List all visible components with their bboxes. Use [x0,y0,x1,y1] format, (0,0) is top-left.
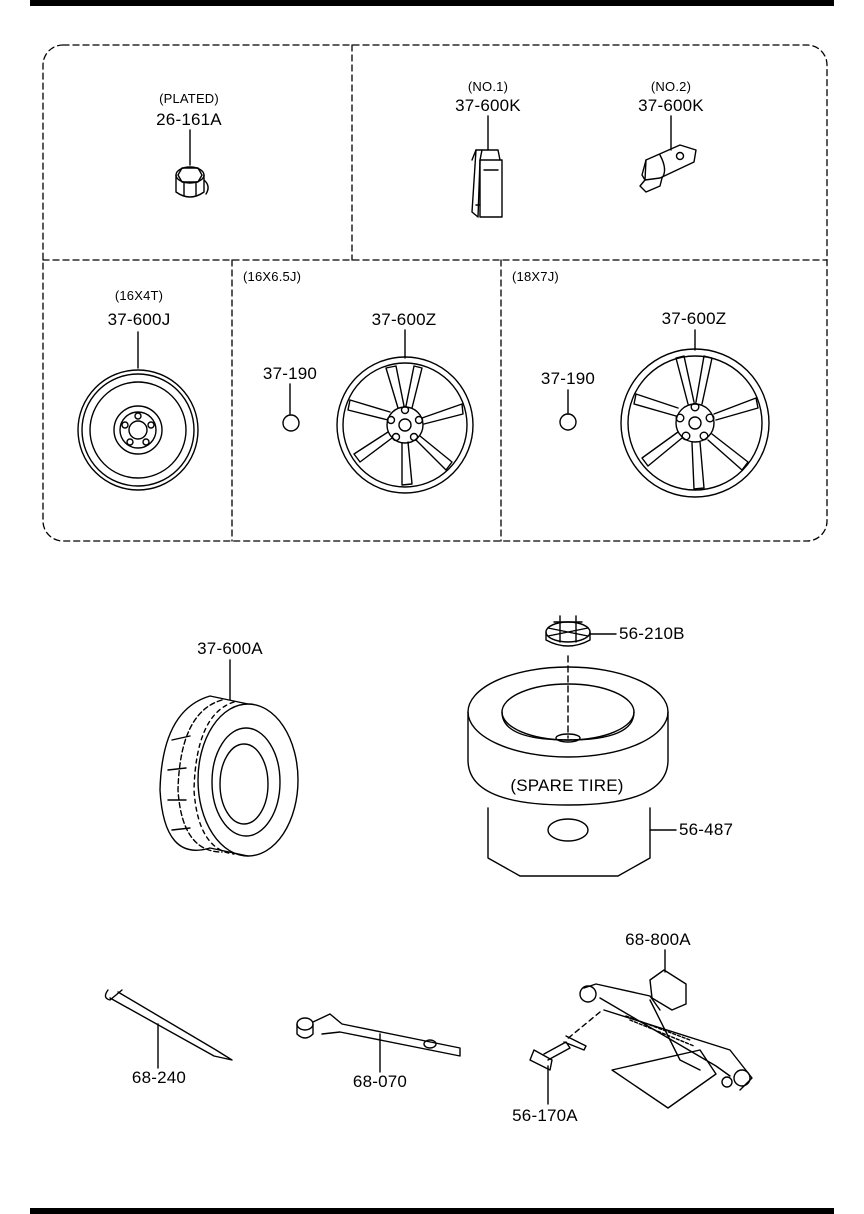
tire-part-number: 37-600A [197,639,263,658]
lug-nut-part-number: 26-161A [156,110,222,129]
jack-part-number: 68-800A [625,930,691,949]
lug-wrench-drawing [296,1013,461,1073]
wheel-16-cap-part-number: 37-190 [262,364,318,383]
hook-tool-part-number: 68-240 [131,1068,187,1087]
wheel-16-size: (16X6.5J) [243,269,302,284]
dashed-frame [42,44,828,542]
alloy-wheel-18-drawing [620,329,770,498]
wheel-weight-no1-note: (NO.1) [467,79,509,94]
lug-wrench-part-number: 68-070 [352,1072,408,1091]
wheel-18-size: (18X7J) [512,269,559,284]
alloy-wheel-16-drawing [336,329,474,494]
wheel-weight-no1-drawing [471,115,503,218]
wheel-weight-no1-part-number: 37-600K [455,96,521,115]
spare-bolt-part-number: 56-210B [619,624,685,643]
center-cap-18-drawing [559,389,577,431]
lug-nut-note: (PLATED) [159,91,219,106]
top-border-bar [30,0,834,6]
spare-block-part-number: 56-487 [679,820,734,839]
wheel-weight-no2-part-number: 37-600K [638,96,704,115]
tire-drawing [159,659,299,857]
lug-nut-drawing [175,129,209,198]
wheel-18-part-number: 37-600Z [661,309,727,328]
wheel-weight-no2-drawing [639,115,697,193]
wheel-18-cap-part-number: 37-190 [540,369,596,388]
wheel-weight-no2-note: (NO.2) [650,79,692,94]
jack-drawing [529,949,753,1109]
spare-wheel-size: (16X4T) [114,288,164,303]
spare-wheel-drawing [77,331,199,491]
center-cap-16-drawing [282,383,300,432]
spare-tire-label: (SPARE TIRE) [510,776,624,795]
bottom-border-bar [30,1208,834,1214]
spare-wheel-part-number: 37-600J [107,310,171,329]
spare-tire-stack-drawing [467,615,677,877]
wheel-16-part-number: 37-600Z [371,310,437,329]
jack-handle-part-number: 56-170A [512,1106,578,1125]
hook-tool-drawing [104,989,233,1069]
